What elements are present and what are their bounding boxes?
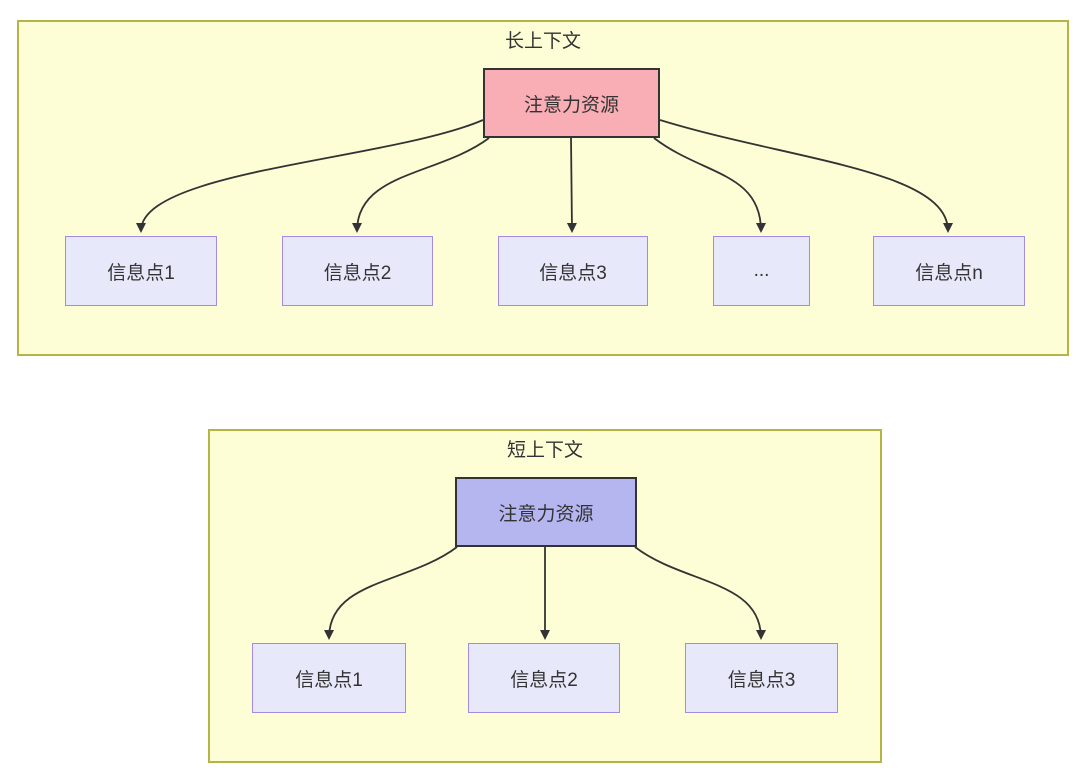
attention-resource-box-long: 注意力资源 xyxy=(483,68,660,138)
arrow-long-to-ellipsis xyxy=(653,137,766,233)
info-point-box: 信息点2 xyxy=(282,236,433,306)
info-point-box: 信息点1 xyxy=(65,236,217,306)
arrow-long-to-info1 xyxy=(136,119,484,233)
arrow-long-to-info3 xyxy=(566,137,577,233)
arrow-long-to-infon xyxy=(659,119,953,233)
arrow-short-to-info1 xyxy=(324,546,458,640)
attention-resource-box-short: 注意力资源 xyxy=(455,477,637,547)
arrow-long-to-info2 xyxy=(352,137,490,233)
info-point-box: 信息点1 xyxy=(252,643,406,713)
arrow-short-to-info3 xyxy=(634,546,766,640)
info-point-box: 信息点3 xyxy=(498,236,648,306)
info-point-box: 信息点n xyxy=(873,236,1025,306)
info-point-box: 信息点2 xyxy=(468,643,620,713)
info-point-box: 信息点3 xyxy=(685,643,838,713)
info-point-box: ... xyxy=(713,236,810,306)
long-context-title: 长上下文 xyxy=(504,31,581,52)
short-context-title: 短上下文 xyxy=(506,440,583,461)
